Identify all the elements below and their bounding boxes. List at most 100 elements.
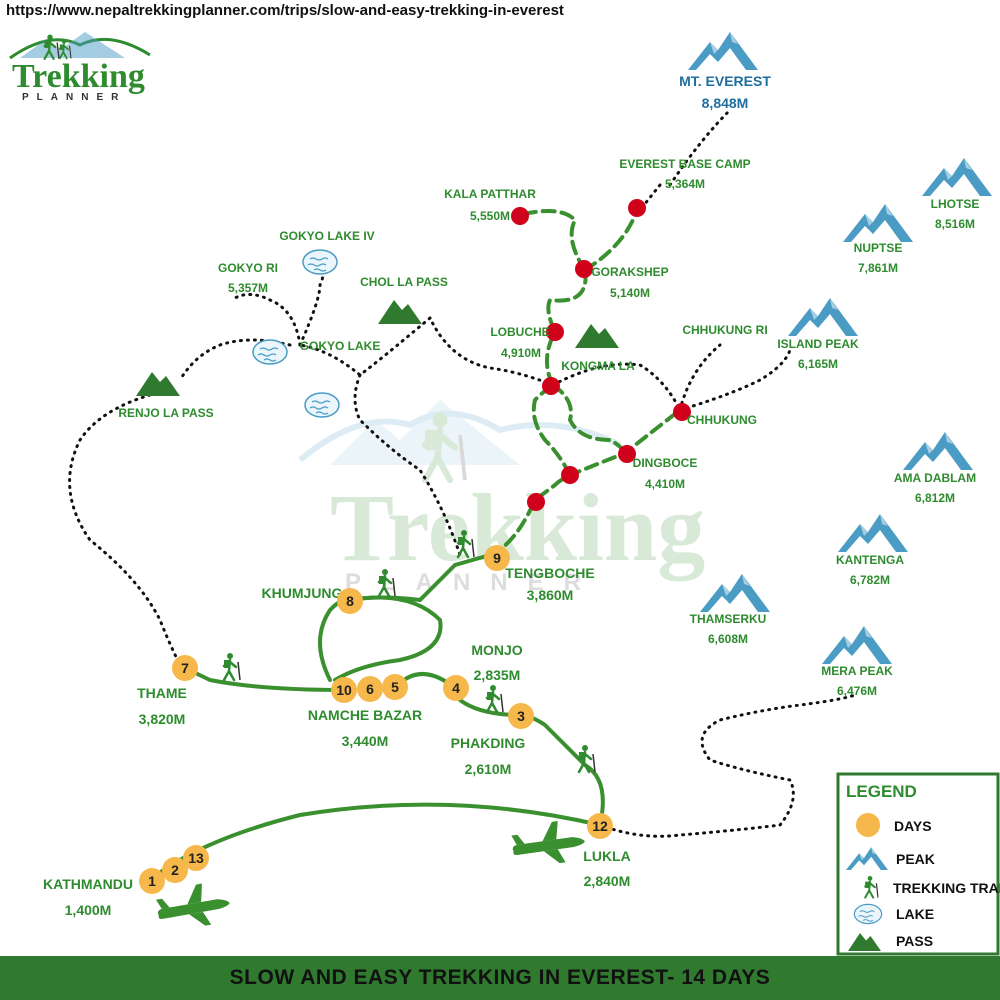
legend-item-trail: TREKKING TRAIL [893, 880, 1000, 896]
stop-markers [511, 199, 691, 511]
peak-name: LHOTSE [931, 197, 980, 211]
lake-icon [302, 249, 338, 275]
trail-mera-peak [598, 693, 857, 838]
day-marker[interactable]: 9 [484, 545, 510, 571]
day-marker[interactable]: 4 [443, 675, 469, 701]
mountain-peak-icon [903, 432, 973, 470]
trail-namche-thame [183, 666, 347, 692]
day-marker[interactable]: 2 [162, 857, 188, 883]
place-phakding[interactable]: PHAKDING 2,610M [451, 735, 526, 777]
place-elevation: 1,400M [65, 902, 112, 918]
logo-name: Trekking [12, 58, 145, 95]
place-name: LUKLA [583, 848, 630, 864]
day-marker[interactable]: 13 [183, 845, 209, 871]
day-marker[interactable]: 10 [331, 677, 357, 703]
logo-tagline: PLANNER [22, 92, 126, 103]
peak-mera-peak[interactable]: MERA PEAK 6,476M [821, 626, 893, 698]
place-kongma-la[interactable]: KONGMA LA [561, 359, 635, 373]
place-name: TENGBOCHE [505, 565, 594, 581]
logo[interactable]: Trekking PLANNER [9, 32, 151, 103]
place-tengboche[interactable]: TENGBOCHE 3,860M [505, 565, 594, 603]
svg-text:4: 4 [452, 680, 460, 696]
svg-text:6: 6 [366, 681, 374, 697]
day-marker[interactable]: 3 [508, 703, 534, 729]
place-elevation: 2,610M [465, 761, 512, 777]
place-chhukung-ri[interactable]: CHHUKUNG RI [682, 323, 767, 337]
legend-day-marker [856, 813, 880, 837]
place-chol-la[interactable]: CHOL LA PASS [360, 275, 448, 289]
place-elevation: 3,440M [342, 733, 389, 749]
peak-ama-dablam[interactable]: AMA DABLAM 6,812M [894, 432, 976, 505]
place-renjo-la[interactable]: RENJO LA PASS [118, 406, 213, 420]
place-gokyo-ri[interactable]: GOKYO RI 5,357M [218, 261, 278, 295]
peak-island-peak[interactable]: ISLAND PEAK 6,165M [777, 298, 859, 371]
pass-icon [378, 300, 422, 324]
place-kathmandu[interactable]: KATHMANDU 1,400M [43, 876, 133, 918]
svg-text:7: 7 [181, 660, 189, 676]
day-marker[interactable]: 6 [357, 676, 383, 702]
mountain-peak-icon [822, 626, 892, 664]
place-elevation: 3,860M [527, 587, 574, 603]
day-marker[interactable]: 1 [139, 868, 165, 894]
mountain-peak-icon [838, 514, 908, 552]
place-name: NAMCHE BAZAR [308, 707, 422, 723]
place-gokyo-lake[interactable]: GOKYO LAKE [300, 339, 381, 353]
svg-text:9: 9 [493, 550, 501, 566]
place-namche[interactable]: NAMCHE BAZAR 3,440M [308, 707, 422, 749]
place-thame[interactable]: THAME 3,820M [137, 685, 187, 727]
day-marker[interactable]: 7 [172, 655, 198, 681]
trail-to-lobuche [531, 383, 572, 477]
hiker-icon [577, 743, 597, 774]
day-marker[interactable]: 5 [382, 674, 408, 700]
peak-nuptse[interactable]: NUPTSE 7,861M [843, 204, 913, 275]
place-dingboche[interactable]: DINGBOCE 4,410M [633, 456, 698, 491]
day-marker[interactable]: 8 [337, 588, 363, 614]
peak-elevation: 6,476M [837, 684, 877, 698]
svg-text:10: 10 [336, 682, 352, 698]
stop-marker-icon [561, 466, 579, 484]
place-name: CHHUKUNG RI [682, 323, 767, 337]
legend-item-lake: LAKE [896, 906, 934, 922]
place-elevation: 3,820M [139, 711, 186, 727]
place-elevation: 5,357M [228, 281, 268, 295]
place-elevation: 4,410M [645, 477, 685, 491]
place-khumjung[interactable]: KHUMJUNG [262, 585, 343, 601]
peak-kantenga[interactable]: KANTENGA 6,782M [836, 514, 908, 587]
trail-kongma-la [551, 362, 682, 412]
place-gorakshep[interactable]: GORAKSHEP 5,140M [591, 265, 668, 300]
stop-marker-icon [575, 260, 593, 278]
place-kala-patthar[interactable]: KALA PATTHAR 5,550M [444, 187, 536, 223]
stop-marker-icon [546, 323, 564, 341]
hiker-icon [222, 651, 242, 682]
peak-thamserku[interactable]: THAMSERKU 6,608M [690, 574, 770, 646]
place-monjo[interactable]: MONJO 2,835M [471, 642, 522, 683]
peak-elevation: 6,812M [915, 491, 955, 505]
place-ebc[interactable]: EVEREST BASE CAMP 5,364M [619, 157, 750, 191]
legend-item-pass: PASS [896, 933, 933, 949]
place-name: THAME [137, 685, 187, 701]
place-name: GORAKSHEP [591, 265, 668, 279]
place-lukla[interactable]: LUKLA 2,840M [583, 848, 630, 889]
place-lobuche[interactable]: LOBUCHE 4,910M [490, 325, 549, 360]
stop-marker-icon [542, 377, 560, 395]
peak-elevation: 6,165M [798, 357, 838, 371]
place-name: KHUMJUNG [262, 585, 343, 601]
trail-to-tengboche [348, 553, 492, 603]
peak-mt-everest[interactable]: MT. EVEREST 8,848M [679, 32, 771, 111]
place-gokyo-lake-iv[interactable]: GOKYO LAKE IV [279, 229, 374, 243]
place-name: KATHMANDU [43, 876, 133, 892]
footer-banner: SLOW AND EASY TREKKING IN EVEREST- 14 DA… [0, 956, 1000, 1000]
peak-lhotse[interactable]: LHOTSE 8,516M [922, 158, 992, 231]
peak-elevation: 8,848M [702, 95, 749, 111]
day-marker[interactable]: 12 [587, 813, 613, 839]
stop-marker-icon [618, 445, 636, 463]
side-trails [68, 108, 857, 838]
lake-icon [252, 339, 288, 365]
mountain-peak-icon [922, 158, 992, 196]
page-url: https://www.nepaltrekkingplanner.com/tri… [6, 2, 564, 19]
mountain-peak-icon [688, 32, 758, 70]
trail-lobuche-dingboche [551, 383, 627, 455]
trail-renjo-thame [68, 393, 182, 667]
page-title: SLOW AND EASY TREKKING IN EVEREST- 14 DA… [229, 966, 771, 989]
place-chhukung[interactable]: CHHUKUNG [687, 413, 757, 427]
